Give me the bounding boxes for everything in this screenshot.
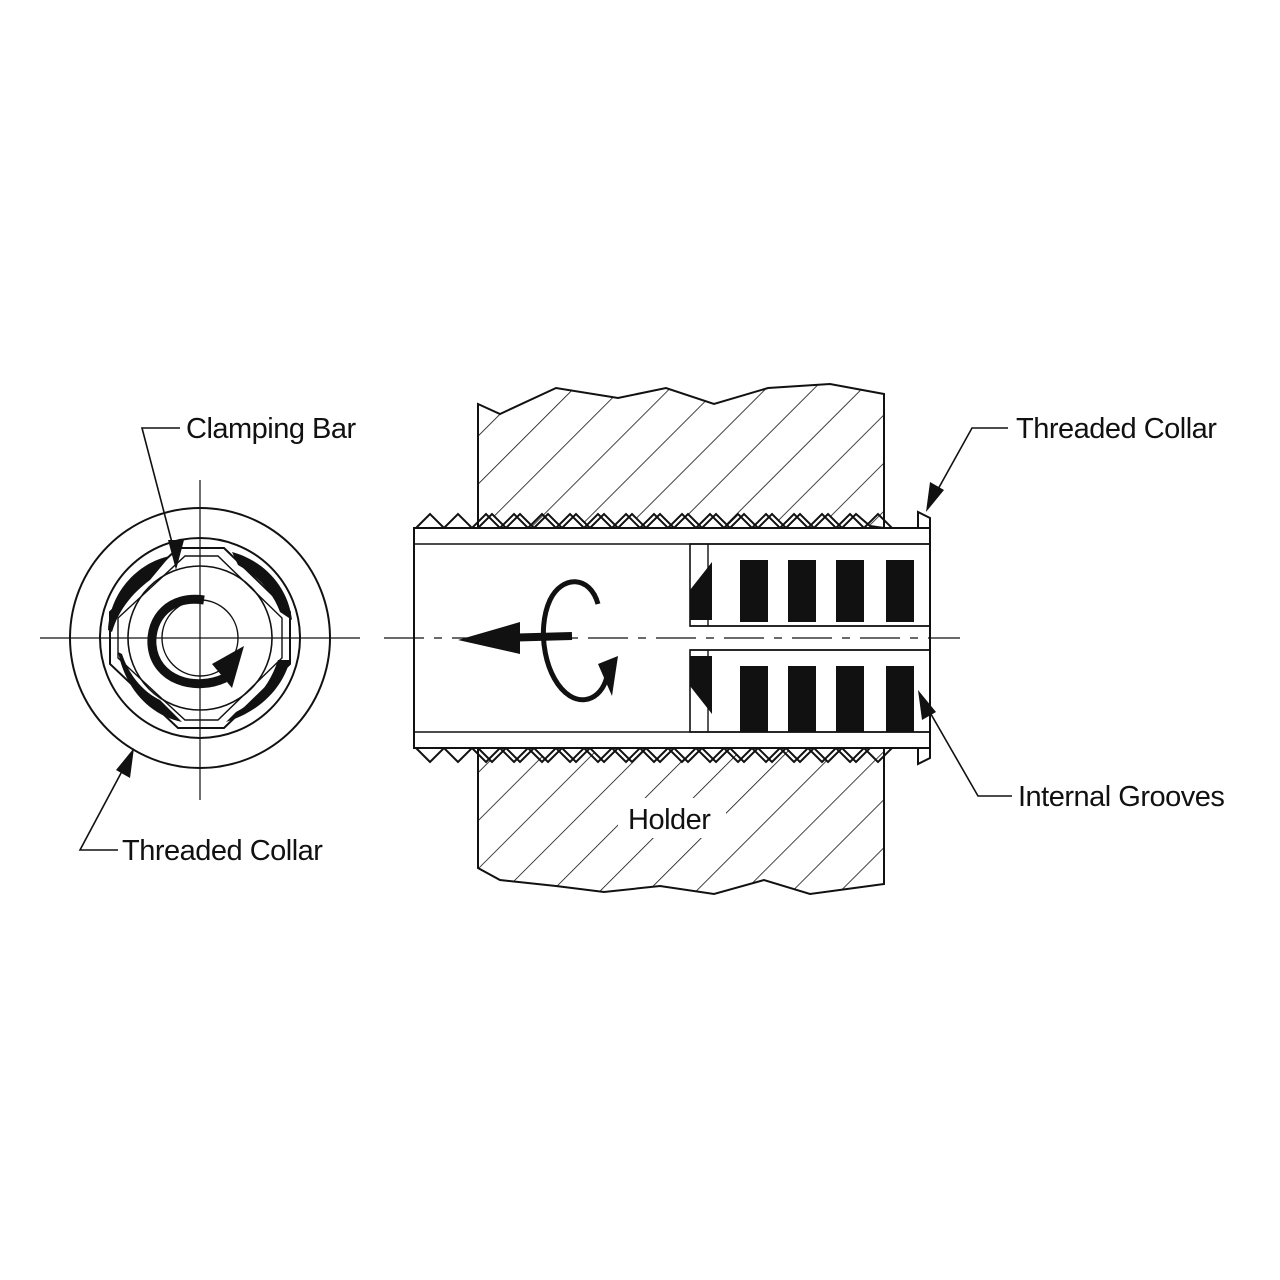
internal-grooves [690, 560, 914, 732]
collar-inner-circle [99, 537, 301, 739]
label-internal-grooves: Internal Grooves [1018, 781, 1224, 813]
clamping-bar-octagon [109, 547, 291, 729]
leader-internal-grooves [918, 690, 1012, 797]
leader-threaded-collar-left [78, 748, 134, 851]
rotation-arrowhead-section [598, 656, 618, 696]
leader-clamping-bar [140, 427, 184, 570]
rotation-arc-small [161, 599, 239, 677]
center-lines-end-view [40, 480, 360, 800]
rotation-arrowhead-end-view [212, 646, 244, 688]
holder-upper [477, 382, 885, 531]
rotation-arrow-section [541, 579, 611, 703]
collet-threads-top [415, 512, 893, 530]
leader-threaded-collar-right [926, 427, 1008, 512]
section-view [384, 382, 1012, 896]
axial-arrowhead [458, 622, 520, 654]
label-clamping-bar: Clamping Bar [186, 413, 357, 445]
collar-flange-top [884, 510, 931, 544]
clamping-bar-inner [117, 555, 283, 721]
end-view [40, 427, 360, 851]
holder-label-backing [618, 798, 726, 838]
collet-threads-bottom [415, 746, 893, 764]
rotation-arrow-end-view [147, 594, 227, 689]
collar-flange-bottom [884, 732, 931, 766]
bore-circle [127, 565, 273, 711]
label-threaded-collar-left: Threaded Collar [122, 835, 323, 867]
label-threaded-collar-right: Threaded Collar [1016, 413, 1217, 445]
collar-outer-circle [69, 507, 331, 769]
label-holder: Holder [628, 804, 711, 836]
